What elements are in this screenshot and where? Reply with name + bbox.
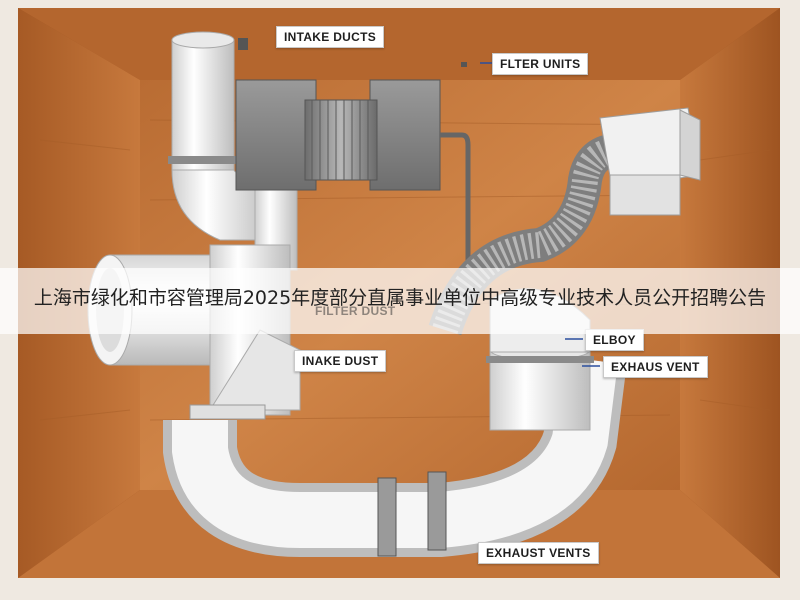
label-exhaust-vent: EXHAUS VENT [603,356,708,378]
label-faded-center: FILTER DUST [315,304,396,318]
label-intake-dust: INAKE DUST [294,350,387,372]
banner-text: 上海市绿化和市容管理局2025年度部分直属事业单位中高级专业技术人员公开招聘公告 [33,287,767,309]
label-intake-ducts: INTAKE DUCTS [276,26,385,48]
overlay-banner [0,268,800,334]
label-elbow: ELBOY [585,329,644,351]
label-exhaust-vents: EXHAUST VENTS [478,542,599,564]
label-filter-units: FLTER UNITS [492,53,589,75]
